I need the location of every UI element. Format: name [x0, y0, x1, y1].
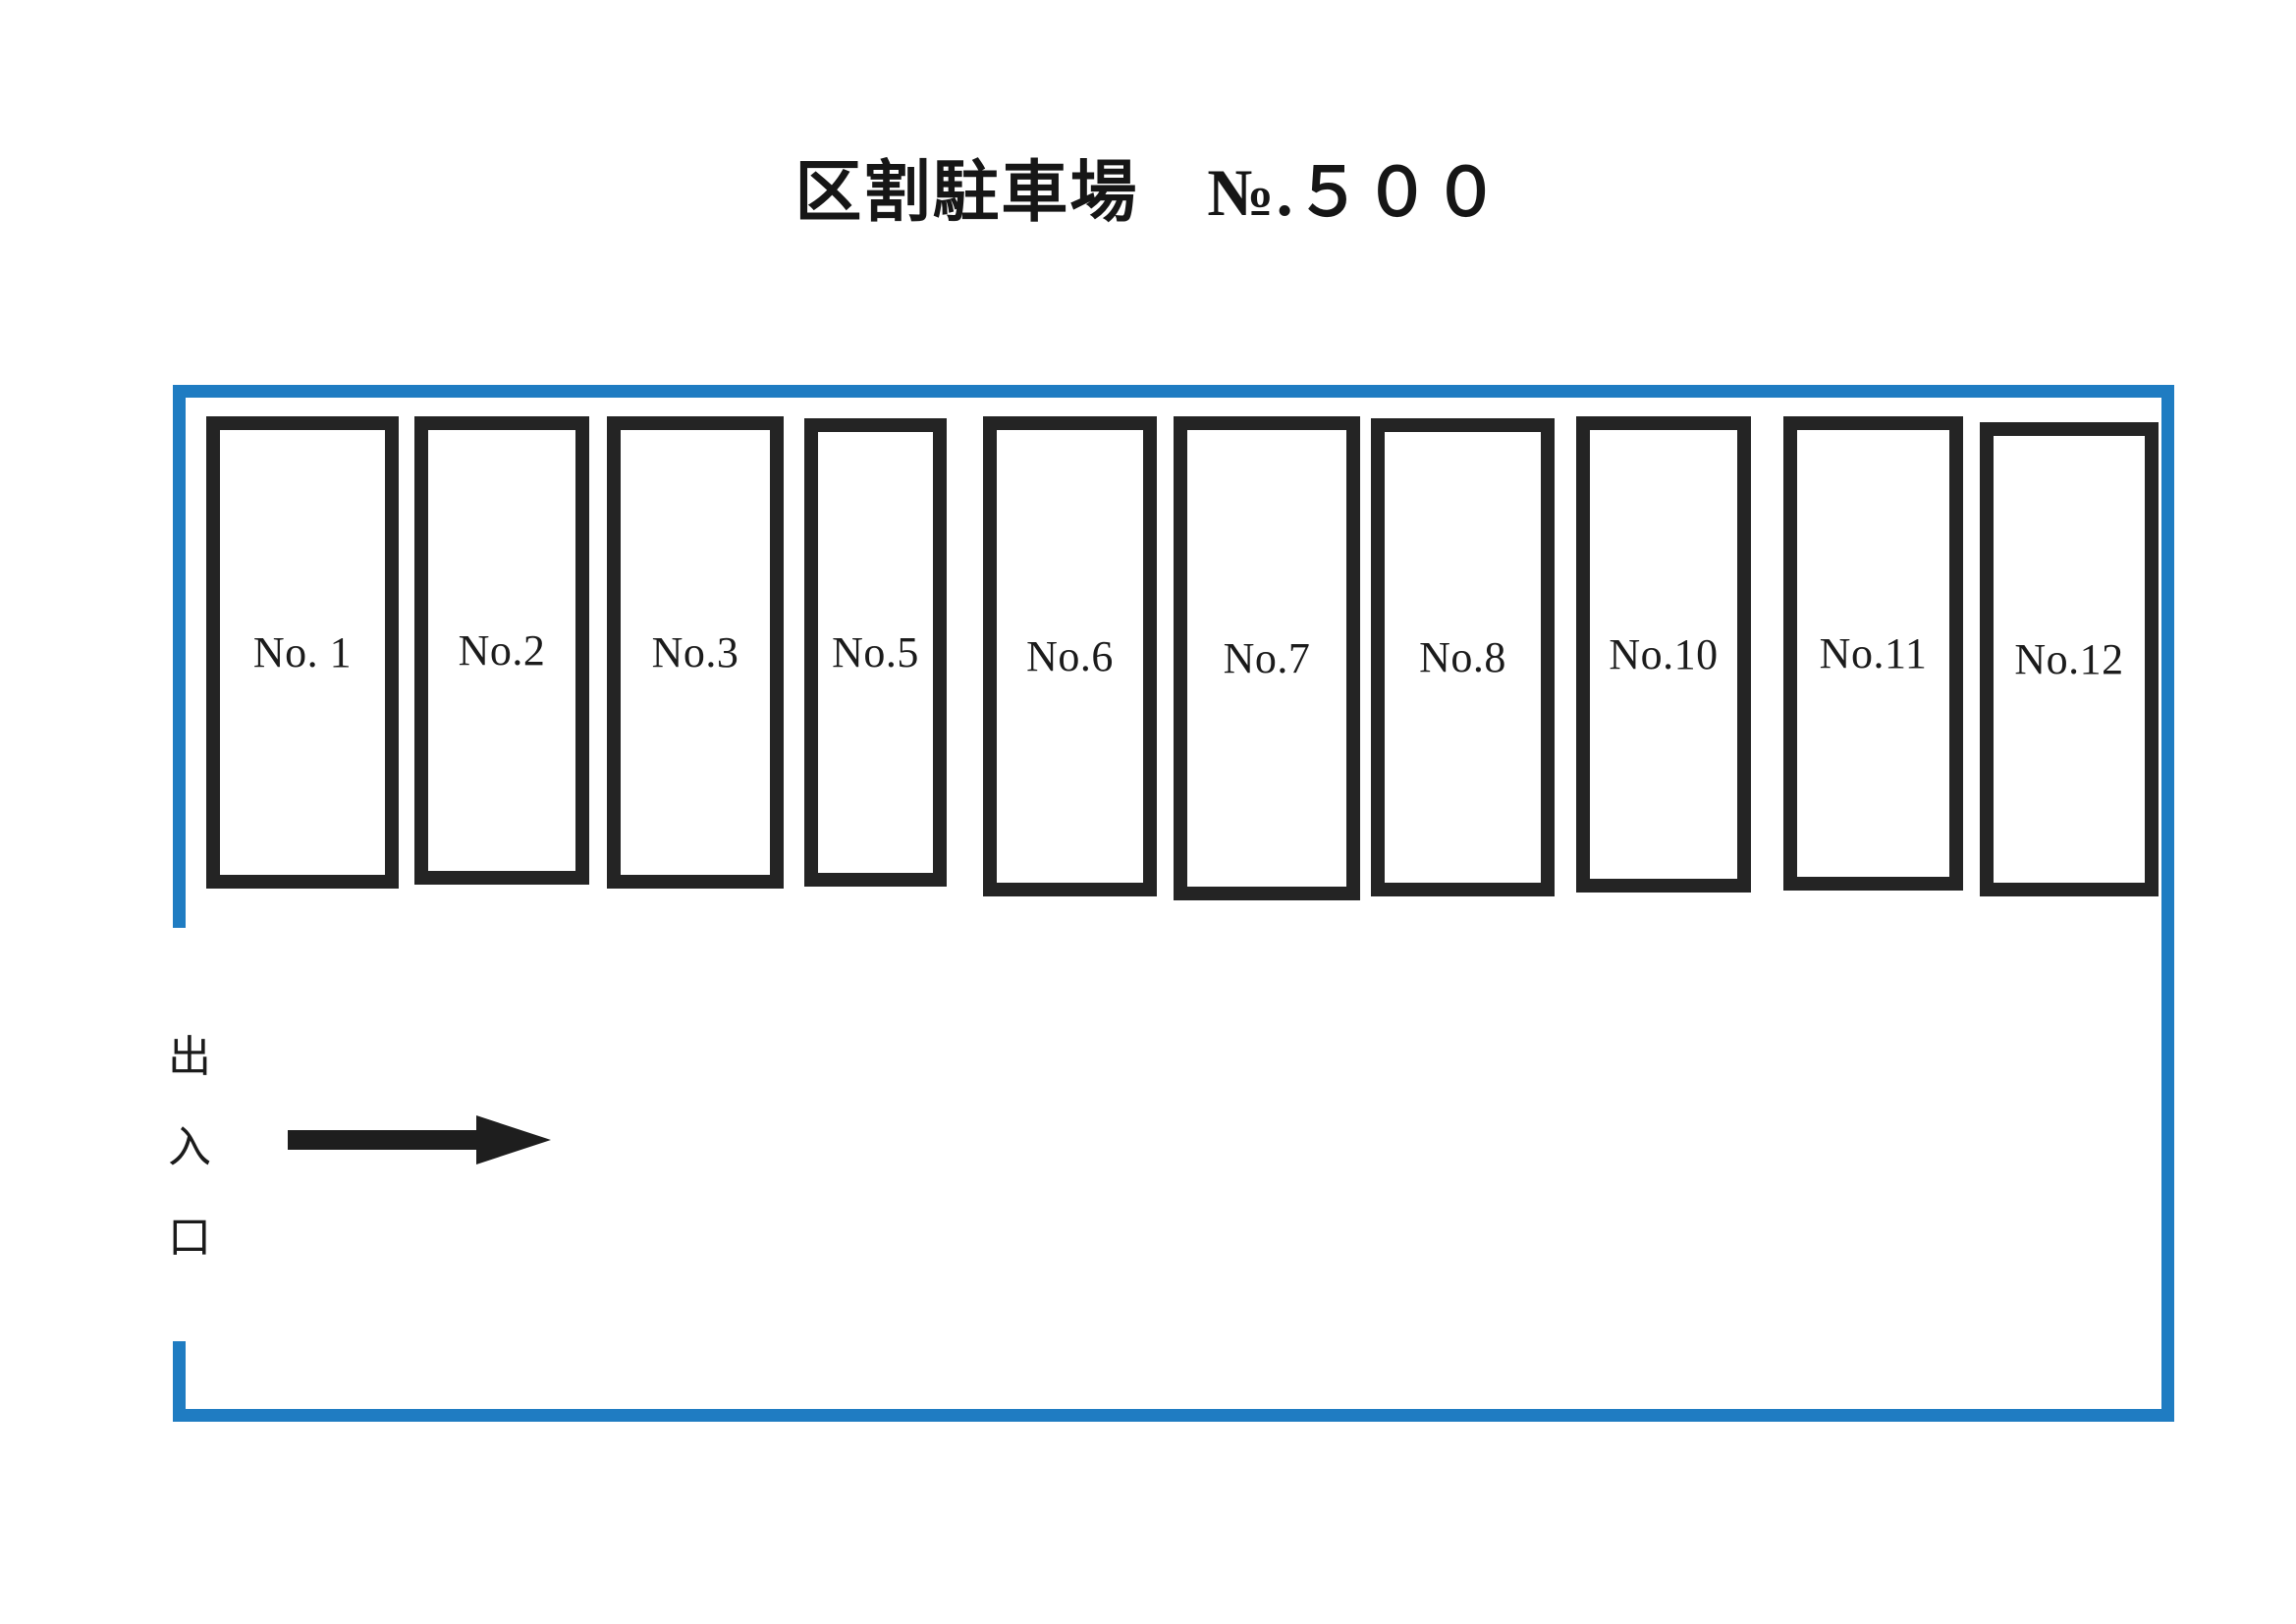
parking-stall[interactable]: No.8	[1371, 418, 1555, 896]
parking-stall-label: No. 1	[252, 627, 353, 677]
parking-stall-label: No.12	[2014, 634, 2124, 683]
page-title: 区割駐車場 №.５００	[794, 155, 1502, 230]
parking-stall[interactable]: No.3	[607, 416, 784, 889]
parking-stall-label: No.11	[1819, 628, 1928, 677]
parking-stall[interactable]: No.11	[1783, 416, 1963, 891]
site-boundary-top	[173, 385, 2174, 398]
parking-stall-label: No.10	[1609, 629, 1719, 678]
site-boundary-bottom	[173, 1409, 2174, 1422]
parking-stall-label: No.7	[1223, 633, 1311, 682]
site-boundary-left-lower	[173, 1341, 186, 1422]
parking-stall-label: No.5	[832, 627, 919, 677]
site-boundary-left-upper	[173, 385, 186, 928]
parking-stall[interactable]: No.12	[1980, 422, 2159, 896]
parking-stall[interactable]: No. 1	[206, 416, 399, 889]
entrance-exit-label: 出 入 口	[160, 1036, 219, 1260]
entrance-char-mouth: 口	[168, 1213, 211, 1263]
parking-stall-label: No.3	[651, 627, 739, 677]
parking-stall-label: No.8	[1419, 632, 1506, 681]
parking-stall-label: No.2	[458, 625, 546, 675]
parking-stall[interactable]: No.5	[804, 418, 947, 887]
entrance-char-exit: 出	[168, 1032, 211, 1082]
parking-stall-label: No.6	[1026, 631, 1114, 680]
parking-stall[interactable]: No.7	[1174, 416, 1360, 900]
arrow-right-icon	[288, 1115, 551, 1164]
site-boundary-right	[2161, 385, 2174, 1422]
parking-stall[interactable]: No.2	[414, 416, 589, 885]
entrance-char-enter: 入	[168, 1122, 211, 1172]
parking-stall[interactable]: No.6	[983, 416, 1157, 896]
parking-stall[interactable]: No.10	[1576, 416, 1751, 893]
